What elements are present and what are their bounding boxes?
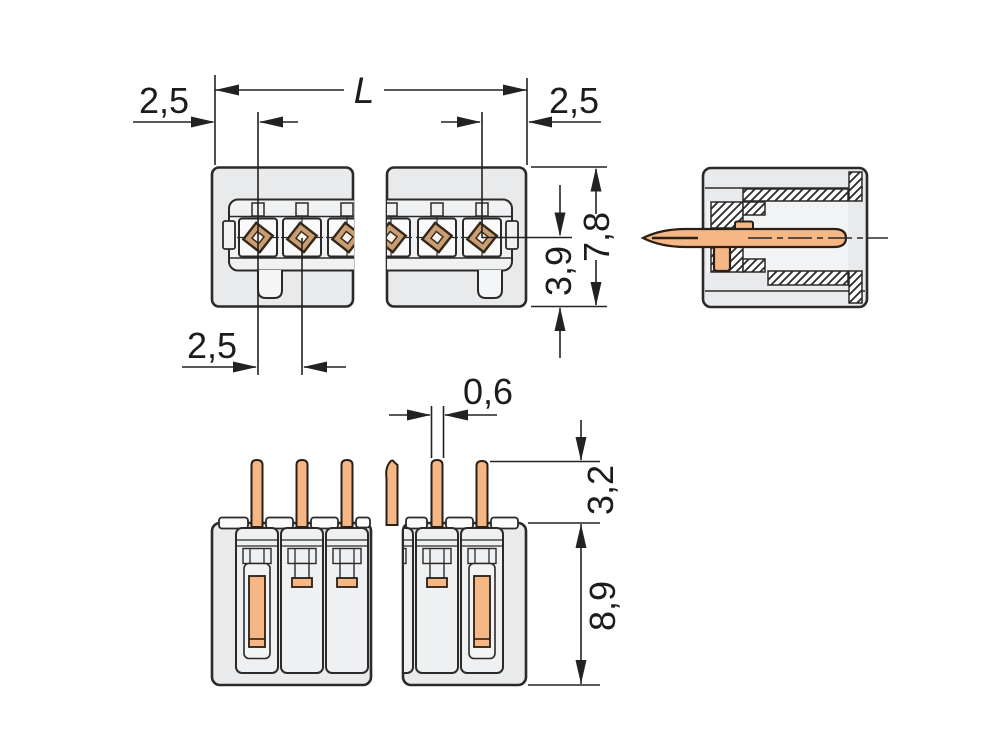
solder-pin-2: [295, 458, 309, 528]
side-contact-pin: [640, 220, 848, 273]
solder-pin-4-break: [385, 459, 399, 526]
dim-pin-protrusion: 3,2: [580, 465, 621, 515]
castellations: [218, 516, 519, 530]
dimension-labels: 2,5 L 2,5 2,5 3,9 7,8 0,6 3,2 8,9: [139, 70, 623, 631]
solder-pins: [250, 458, 489, 528]
coding-tab-left: [222, 220, 236, 250]
dimension-arrowheads: [191, 84, 602, 684]
dim-front-right-offset: 2,5: [549, 80, 599, 121]
latch-recess-right: [477, 270, 503, 299]
front-view: [210, 166, 528, 308]
front-contacts: [237, 217, 354, 258]
bottom-channels-right: [404, 527, 504, 674]
coding-tab-right: [505, 220, 519, 250]
bottom-view: [210, 458, 528, 687]
solder-pin-3: [340, 458, 354, 528]
dim-housing-depth: 8,9: [582, 581, 623, 631]
dim-housing-height: 7,8: [576, 212, 617, 262]
latch-recess-left: [257, 270, 283, 299]
dim-center-to-bottom: 3,9: [538, 246, 579, 296]
solder-pin-6: [475, 459, 489, 528]
solder-pin-5: [430, 458, 444, 528]
front-socket-strip-right: [387, 198, 519, 299]
dim-overall-length: L: [354, 70, 375, 111]
bottom-channels-left: [235, 527, 369, 674]
solder-pin-1: [250, 458, 264, 528]
dim-pin-width: 0,6: [463, 371, 513, 412]
dim-pin-pitch: 2,5: [187, 325, 237, 366]
dim-front-left-offset: 2,5: [139, 80, 189, 121]
side-view: [640, 166, 888, 309]
